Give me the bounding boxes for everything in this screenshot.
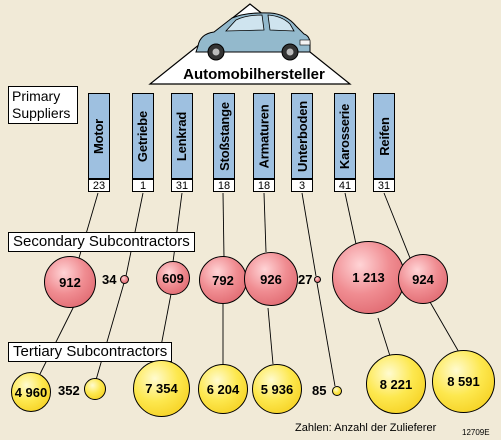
footer-note: Zahlen: Anzahl der Zulieferer [295,422,437,434]
tertiary-circle-lenkrad: 7 354 [133,360,190,417]
tertiary-value-unterboden: 85 [312,383,327,398]
secondary-circle-motor: 912 [44,256,96,308]
secondary-subcontractors-label: Secondary Subcontractors [8,232,195,252]
supplier-bar [253,93,275,179]
tertiary-subcontractors-label: Tertiary Subcontractors [8,342,173,362]
tertiary-value-getriebe: 352 [58,383,80,398]
secondary-value-unterboden: 27 [298,272,313,287]
tertiary-circle-armaturen: 5 936 [252,364,302,414]
graphic-code: 12709E [462,428,490,437]
supplier-name: Motor [91,118,107,154]
supplier-bar [291,93,313,179]
supplier-name: Reifen [376,116,392,156]
supplier-bar [171,93,193,179]
supplier-name: Armaturen [256,104,272,168]
supplier-bar [213,93,235,179]
supplier-count: 3 [291,179,313,192]
supplier-name: Unterboden [294,100,310,172]
tertiary-circle-karosserie: 8 221 [366,354,426,414]
supplier-name: Lenkrad [174,111,190,161]
secondary-circle-stossstange: 792 [199,256,247,304]
secondary-circle-lenkrad: 609 [156,261,190,295]
supplier-count: 18 [213,179,235,192]
tertiary-circle-stossstange: 6 204 [198,364,248,414]
automaker-title: Automobilhersteller [183,66,325,83]
supplier-bar [132,93,154,179]
supplier-count: 31 [373,179,395,192]
supplier-name: Karosserie [337,103,353,169]
secondary-value-getriebe: 34 [102,272,117,287]
supplier-count: 18 [253,179,275,192]
supplier-bar [373,93,395,179]
supplier-bar [334,93,356,179]
supplier-count: 1 [132,179,154,192]
supplier-name: Getriebe [135,110,151,162]
supplier-count: 31 [171,179,193,192]
tertiary-circle-unterboden [332,386,342,396]
secondary-circle-karosserie: 1 213 [332,241,405,314]
secondary-circle-getriebe [120,275,129,284]
supplier-count: 41 [334,179,356,192]
secondary-circle-armaturen: 926 [244,252,298,306]
car-icon [195,12,311,61]
primary-suppliers-label: Primary Suppliers [8,86,78,124]
supplier-count: 23 [88,179,110,192]
supplier-name: Stoßstange [216,101,232,171]
secondary-circle-reifen: 924 [398,254,448,304]
tertiary-circle-getriebe [84,378,106,400]
supplier-bar [88,93,110,179]
secondary-circle-unterboden [314,276,321,283]
tertiary-circle-reifen: 8 591 [432,350,495,413]
tertiary-circle-motor: 4 960 [11,372,51,412]
